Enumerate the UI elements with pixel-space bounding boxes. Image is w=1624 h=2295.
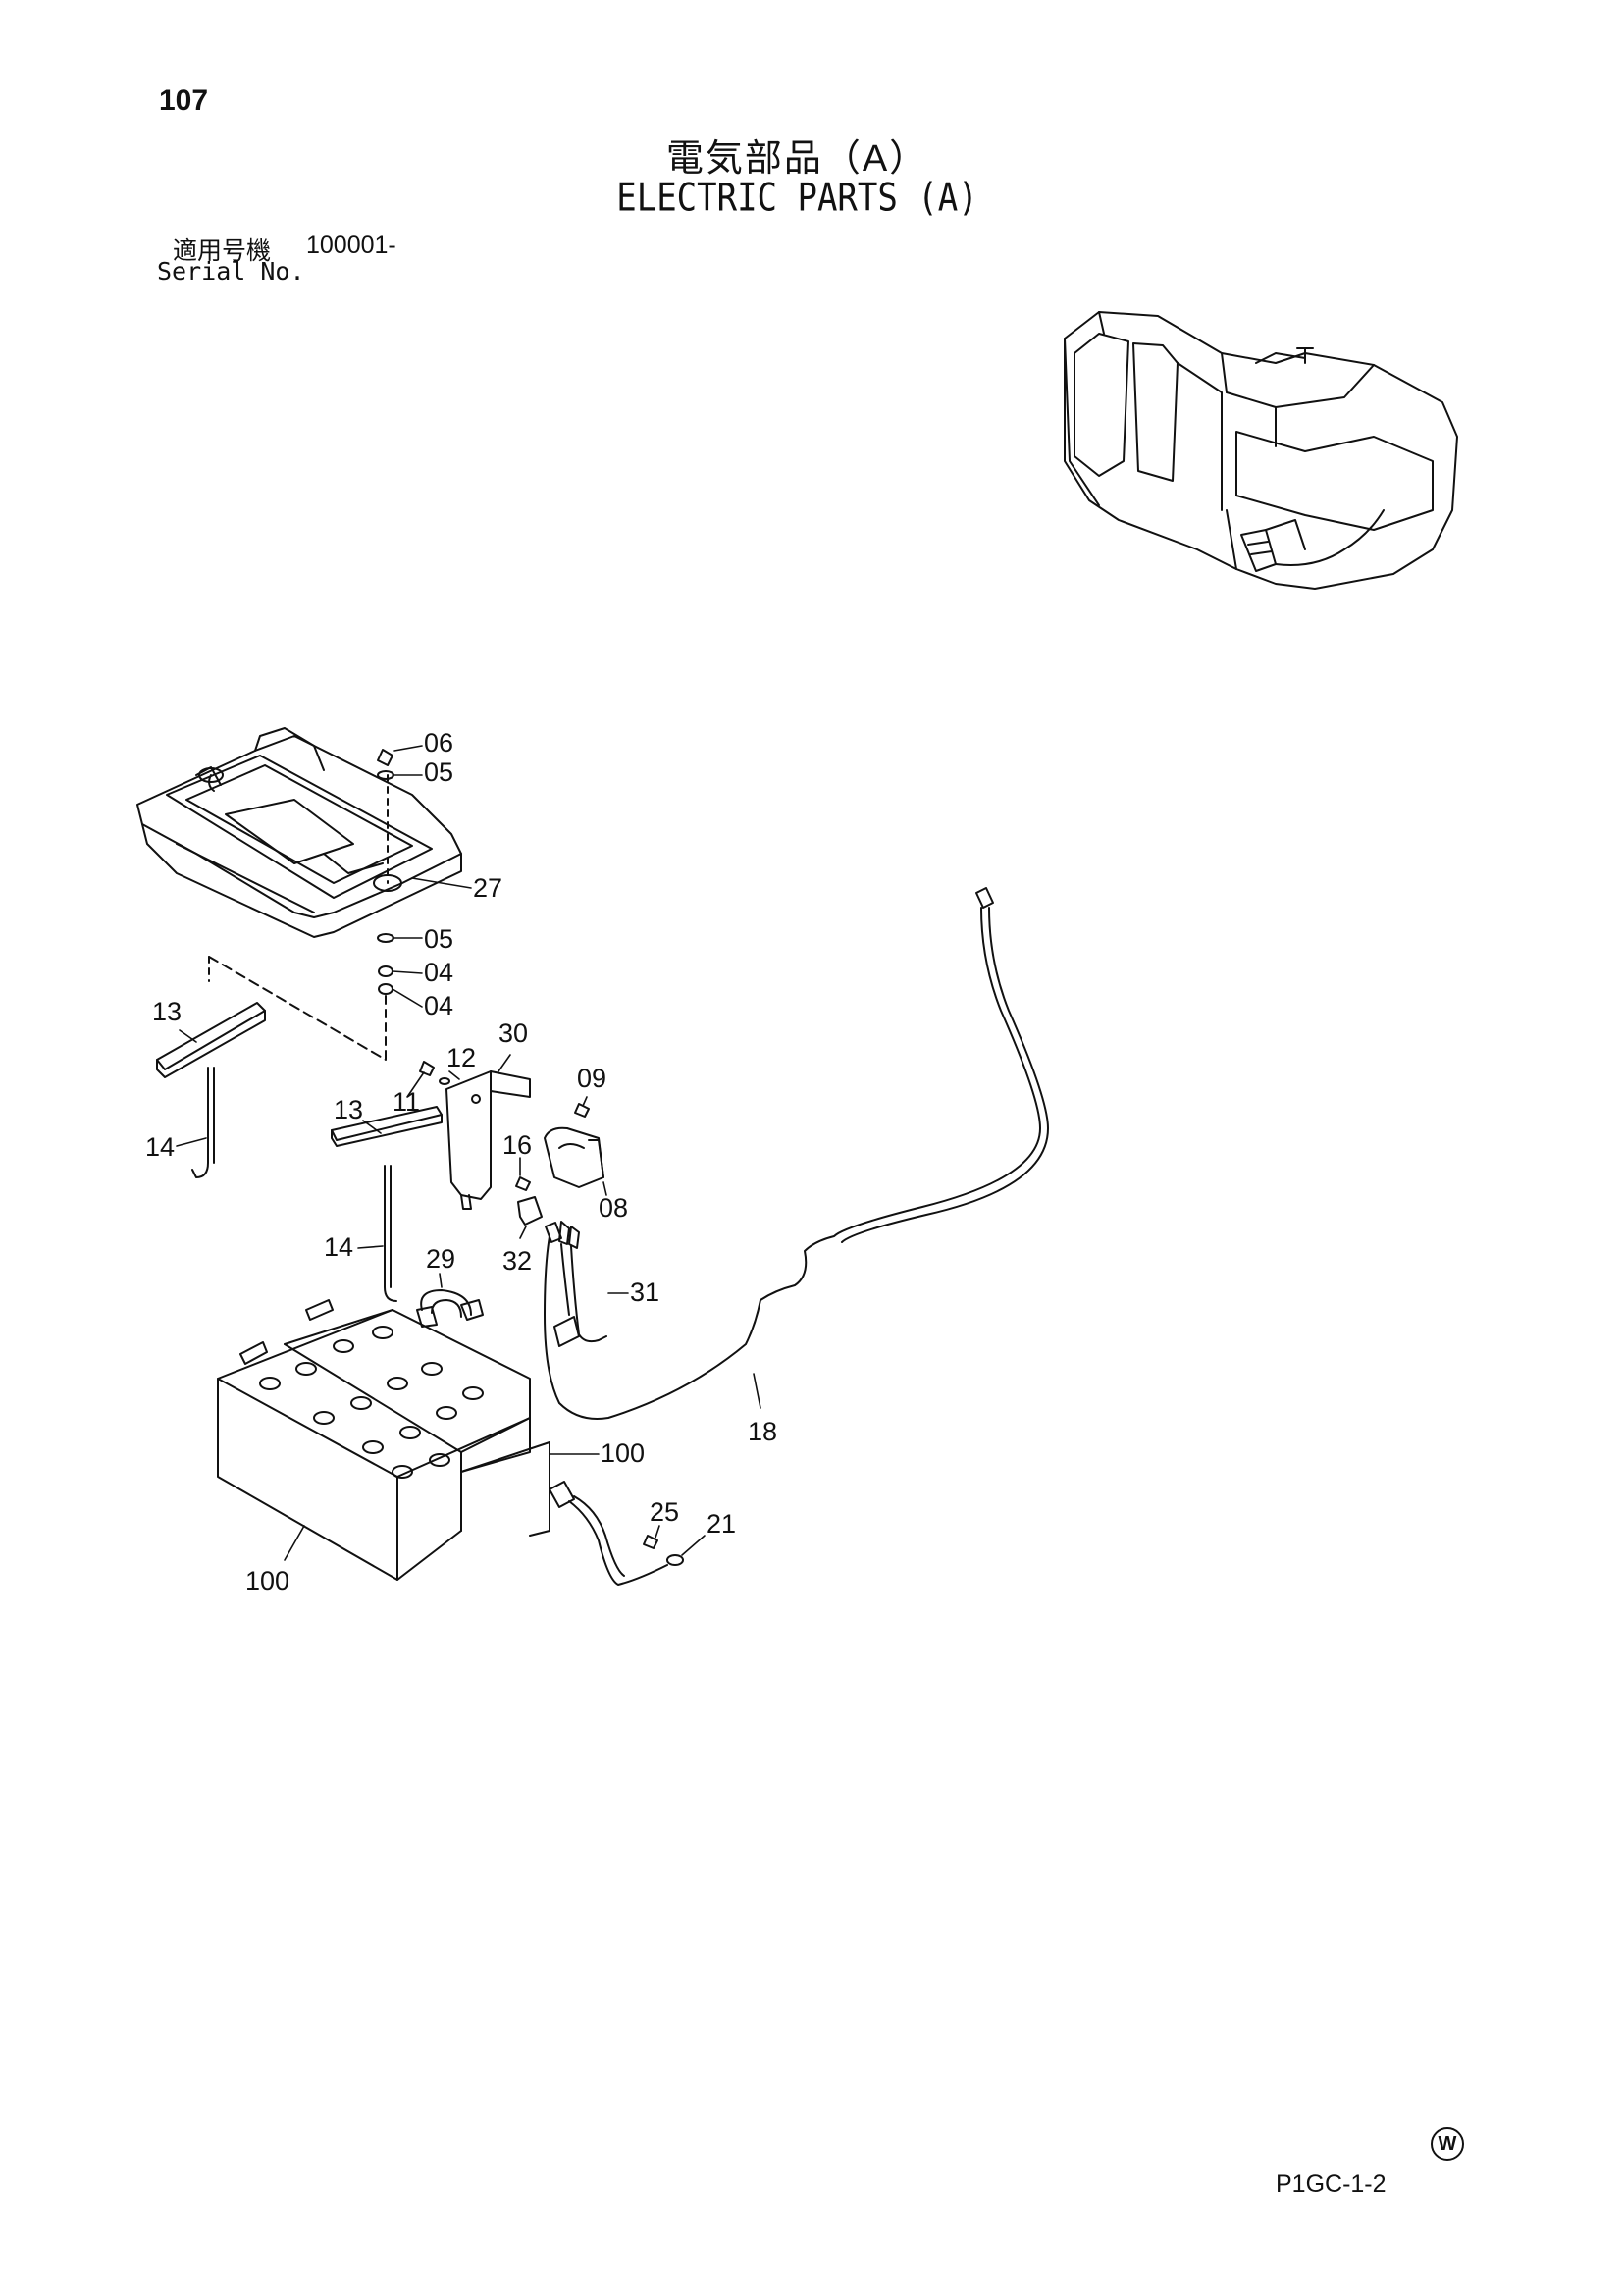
callout-09: 09 [577, 1064, 606, 1093]
callout-27: 27 [473, 873, 502, 903]
callout-13: 13 [334, 1095, 363, 1124]
ground-cable-21 [549, 1481, 684, 1586]
callout-18: 18 [748, 1417, 777, 1446]
callout-04: 04 [424, 958, 453, 987]
hold-down-bars [156, 1002, 443, 1302]
callout-04: 04 [424, 991, 453, 1020]
callout-21: 21 [707, 1509, 736, 1539]
relay-bracket [419, 1061, 531, 1210]
callout-31: 31 [630, 1278, 659, 1307]
callout-12: 12 [446, 1043, 476, 1072]
cable-18 [544, 887, 1049, 1420]
callout-05: 05 [424, 924, 453, 954]
battery-cover-drawing [136, 727, 462, 938]
callout-32: 32 [502, 1246, 532, 1276]
battery-link-cable-29 [416, 1289, 484, 1328]
page-number: 107 [159, 84, 209, 117]
callout-08: 08 [599, 1193, 628, 1223]
callout-13: 13 [152, 997, 182, 1026]
serial-number: 100001- [306, 232, 396, 259]
serial-label-en: Serial No. [157, 257, 305, 286]
callout-14: 14 [324, 1232, 353, 1262]
plate-code: P1GC-1-2 [1276, 2170, 1387, 2198]
cable-31 [553, 1243, 607, 1347]
callout-25: 25 [650, 1497, 679, 1527]
callout-06: 06 [424, 728, 453, 757]
batteries [217, 1299, 550, 1581]
callout-30: 30 [498, 1018, 528, 1048]
leader-lines [176, 745, 761, 1561]
callout-100: 100 [601, 1438, 645, 1468]
callout-100: 100 [245, 1566, 289, 1595]
callout-14: 14 [145, 1132, 175, 1162]
callout-11: 11 [393, 1087, 420, 1117]
page-title-jp: 電気部品（A） [665, 138, 929, 180]
excavator-overview-drawing [1064, 311, 1458, 590]
callout-29: 29 [426, 1244, 455, 1274]
bolt-washer-stack [208, 749, 394, 1061]
callout-labels: 06 05 27 05 04 04 13 14 13 14 12 30 11 0… [145, 728, 777, 1595]
serial-label-jp: 適用号機 [173, 237, 272, 265]
callout-16: 16 [502, 1130, 532, 1160]
battery-relay [515, 1103, 604, 1249]
w-circle-mark: W [1431, 2127, 1464, 2161]
callout-05: 05 [424, 757, 453, 787]
page-title-en: ELECTRIC PARTS (A) [616, 176, 978, 221]
